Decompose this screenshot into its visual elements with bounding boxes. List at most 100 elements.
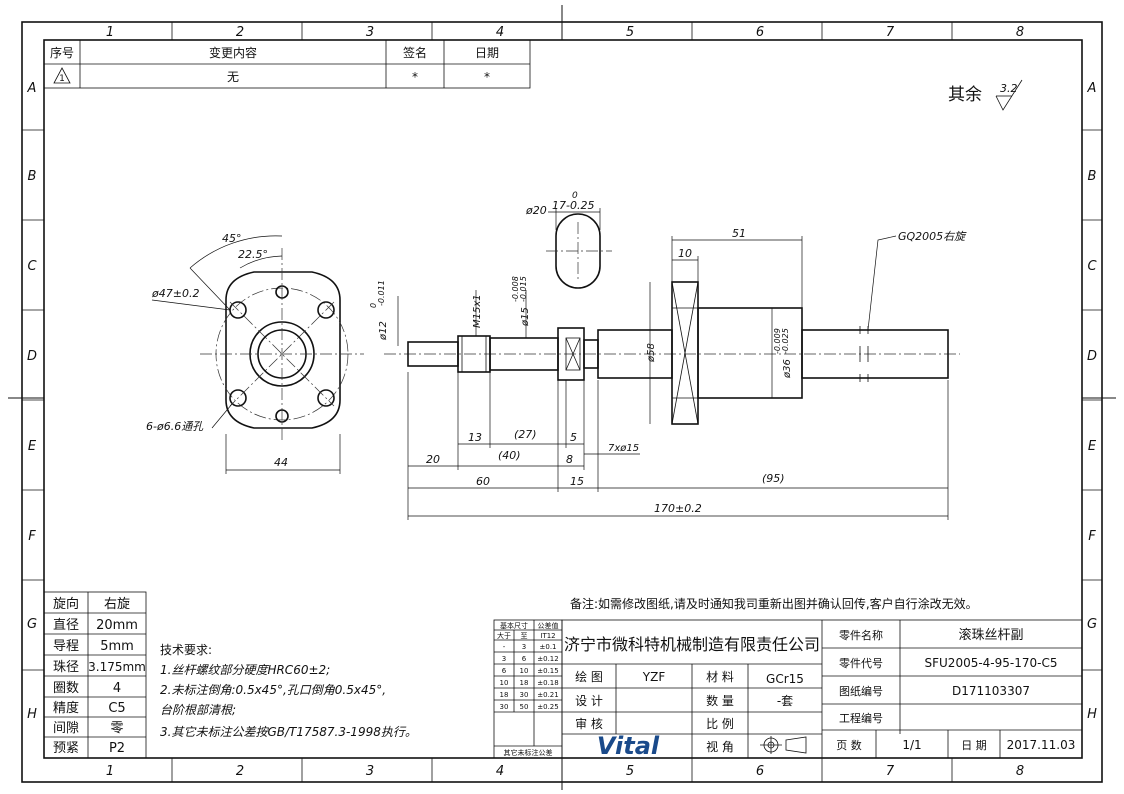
tol-subheader: IT12: [540, 632, 555, 640]
col-label-6-bottom: 6: [756, 764, 764, 779]
dim-len-8: 8: [566, 453, 573, 466]
flange-hole: [317, 301, 335, 319]
dim-len-60: 60: [476, 475, 490, 488]
col-label-2: 2: [236, 25, 244, 40]
spec-value: 4: [113, 681, 121, 696]
spec-label: 预紧: [53, 741, 79, 756]
surface-note-label: 其余: [948, 85, 982, 105]
tol-cell: 10: [520, 667, 529, 675]
dim-len-total: 170±0.2: [654, 502, 702, 515]
row-label-C: C: [27, 259, 37, 274]
drawing-date: 2017.11.03: [1007, 738, 1076, 752]
spec-value: 零: [110, 721, 123, 736]
dim-nut-body-tol-top: -0.009: [773, 328, 782, 354]
rev-header-no: 序号: [50, 45, 74, 60]
section-view: ø20 0 17-0.25: [525, 191, 612, 289]
project-no-label: 工程编号: [839, 711, 883, 725]
spec-value: 3.175mm: [88, 660, 146, 674]
dim-angle-22-5: 22.5°: [238, 248, 268, 261]
company-name: 济宁市微科特机械制造有限责任公司: [564, 635, 820, 654]
tol-cell: 6: [502, 667, 507, 675]
dim-bearing-dia: ø15: [520, 307, 531, 327]
col-label-8-bottom: 8: [1016, 764, 1024, 779]
rev-signature: *: [412, 70, 418, 84]
row-label-A-right: A: [1087, 81, 1097, 96]
spec-label: 精度: [53, 700, 79, 716]
tol-subheader: 至: [521, 632, 528, 640]
col-label-2-bottom: 2: [236, 764, 244, 779]
spec-label: 珠径: [53, 660, 79, 675]
col-label-6: 6: [756, 25, 764, 40]
dim-len-5: 5: [570, 431, 577, 444]
tol-footer: 其它未标注公差: [504, 748, 553, 757]
tol-cell: ±0.25: [537, 703, 558, 711]
tol-cell: 30: [500, 703, 509, 711]
dim-len-15: 15: [570, 475, 584, 488]
spec-value: 右旋: [104, 597, 130, 612]
tol-cell: 18: [520, 679, 529, 687]
dim-len-10: 10: [678, 247, 692, 260]
roughness-symbol-icon: [995, 79, 1023, 111]
col-label-1: 1: [106, 25, 114, 40]
view-label: 视 角: [706, 739, 734, 754]
dim-bearing-tol-top: -0.008: [511, 276, 520, 302]
tol-cell: ±0.21: [537, 691, 558, 699]
dim-len-20: 20: [426, 453, 440, 466]
dim-end-tol-top: 0: [369, 303, 378, 308]
tech-req-item: 1.丝杆螺纹部分硬度HRC60±2;: [160, 663, 330, 677]
tol-cell: 3: [502, 655, 506, 663]
rev-header-content: 变更内容: [209, 45, 257, 60]
tol-cell: 3: [522, 643, 526, 651]
qty-value: -套: [777, 694, 793, 708]
screw-spec-label: GQ2005右旋: [898, 230, 967, 243]
dim-nut-body-dia: ø36: [782, 359, 793, 379]
remark-note: 备注:如需修改图纸,请及时通知我司重新出图并确认回传,客户自行涂改无效。: [570, 596, 978, 611]
row-label-D-right: D: [1087, 349, 1097, 364]
row-label-H: H: [27, 707, 37, 722]
dim-section-tol: 0: [572, 191, 578, 201]
row-label-E: E: [28, 439, 37, 454]
tol-cell: -: [503, 643, 506, 651]
rev-header-date: 日期: [475, 46, 499, 60]
dim-len-95: (95): [762, 472, 785, 485]
dim-len-13: 13: [468, 431, 482, 444]
tol-cell: ±0.1: [540, 643, 557, 651]
col-label-1-bottom: 1: [106, 764, 114, 779]
rev-date: *: [484, 70, 490, 84]
row-label-F: F: [28, 529, 36, 544]
spec-value: 20mm: [96, 618, 138, 633]
tol-header: 基本尺寸: [500, 621, 528, 630]
rev-mark: 1: [59, 74, 65, 84]
row-label-G: G: [27, 617, 37, 632]
col-label-8: 8: [1016, 25, 1024, 40]
dim-pcd: ø47±0.2: [151, 287, 199, 300]
dim-angle-45: 45°: [222, 232, 242, 245]
dim-nut-flange-dia: ø58: [646, 343, 657, 363]
dim-nut-body-tol-bottom: -0.025: [781, 328, 790, 354]
row-label-B-right: B: [1088, 169, 1097, 184]
col-label-5-bottom: 5: [626, 764, 634, 779]
drawn-label: 绘 图: [575, 669, 603, 684]
screw-thread-right: [801, 329, 949, 379]
spec-label: 直径: [53, 618, 79, 633]
drawing-no-label: 图纸编号: [839, 684, 883, 698]
tol-cell: 50: [520, 703, 529, 711]
flange-hole: [317, 389, 335, 407]
dim-end-dia: ø12: [378, 321, 389, 341]
tol-header: 公差值: [538, 621, 559, 630]
dim-thread: M15x1: [472, 294, 483, 328]
dim-len-7x15: 7xø15: [608, 443, 639, 454]
dim-len-40: (40): [498, 449, 521, 462]
qty-label: 数 量: [706, 693, 734, 708]
tol-cell: ±0.18: [537, 679, 558, 687]
page-label: 页 数: [836, 739, 862, 752]
dim-len-27: (27): [514, 428, 537, 441]
col-label-7: 7: [886, 25, 895, 40]
revision-table: 序号 变更内容 签名 日期 1 无 * *: [43, 39, 531, 89]
row-zone-dividers: [22, 129, 1102, 671]
spec-table: 旋向 右旋 直径 20mm 导程 5mm 珠径 3.175mm 圈数 4 精度 …: [43, 591, 147, 759]
part-code: SFU2005-4-95-170-C5: [925, 656, 1058, 670]
spec-label: 间隙: [53, 721, 79, 736]
spec-label: 旋向: [53, 596, 79, 612]
tech-requirements: 技术要求: 1.丝杆螺纹部分硬度HRC60±2; 2.未标注倒角:0.5x45°…: [160, 643, 417, 739]
